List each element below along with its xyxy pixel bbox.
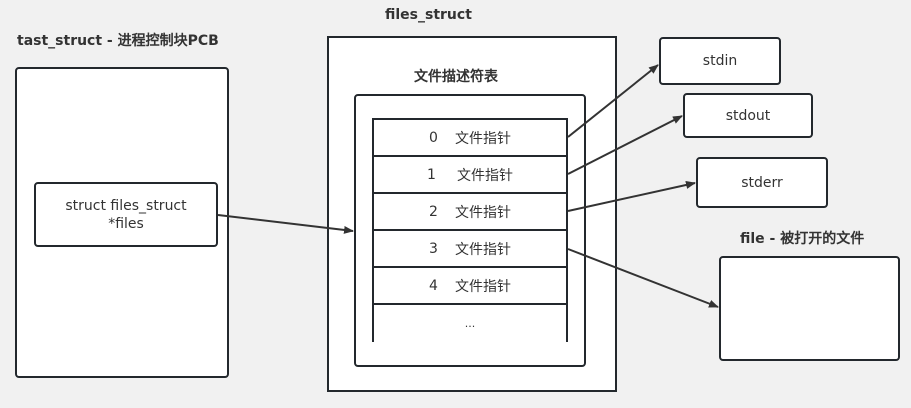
- fd-row-0: 0 文件指针: [374, 120, 566, 157]
- stderr-box: stderr: [696, 157, 828, 208]
- arrow-fd3-to-file: [567, 248, 719, 308]
- fd-ellipsis: ...: [464, 317, 476, 330]
- fd-index: 1: [427, 166, 436, 183]
- fd-label: 文件指针: [455, 278, 511, 295]
- arrow-files-to-table: [217, 214, 354, 234]
- stdin-box: stdin: [659, 37, 781, 85]
- stdout-box: stdout: [683, 93, 813, 138]
- fd-index: 3: [429, 240, 438, 257]
- fd-index: 4: [429, 277, 438, 294]
- fd-label: 文件指针: [455, 241, 511, 258]
- fd-table: 0 文件指针 1 文件指针 2 文件指针 3 文件指针 4 文件指针 ...: [372, 118, 568, 342]
- fd-row-2: 2 文件指针: [374, 194, 566, 231]
- files-pointer-line1: struct files_struct: [65, 197, 187, 214]
- fd-label: 文件指针: [455, 204, 511, 221]
- fd-label: 文件指针: [455, 130, 511, 147]
- fd-table-title: 文件描述符表: [414, 69, 498, 85]
- file-box: [719, 256, 900, 361]
- files-struct-title: files_struct: [385, 7, 472, 23]
- arrow-fd1-to-stdout: [567, 115, 683, 175]
- file-title: file - 被打开的文件: [740, 231, 865, 247]
- fd-row-more: ...: [374, 305, 566, 342]
- fd-index: 0: [429, 129, 438, 146]
- task-struct-title: tast_struct - 进程控制块PCB: [17, 33, 219, 49]
- files-pointer-field: struct files_struct *files: [34, 182, 218, 247]
- fd-index: 2: [429, 203, 438, 220]
- fd-label: 文件指针: [457, 167, 513, 184]
- fd-row-3: 3 文件指针: [374, 231, 566, 268]
- arrow-fd0-to-stdin: [567, 64, 659, 138]
- fd-row-1: 1 文件指针: [374, 157, 566, 194]
- fd-row-4: 4 文件指针: [374, 268, 566, 305]
- arrow-fd2-to-stderr: [567, 181, 696, 212]
- files-pointer-line2: *files: [108, 215, 144, 232]
